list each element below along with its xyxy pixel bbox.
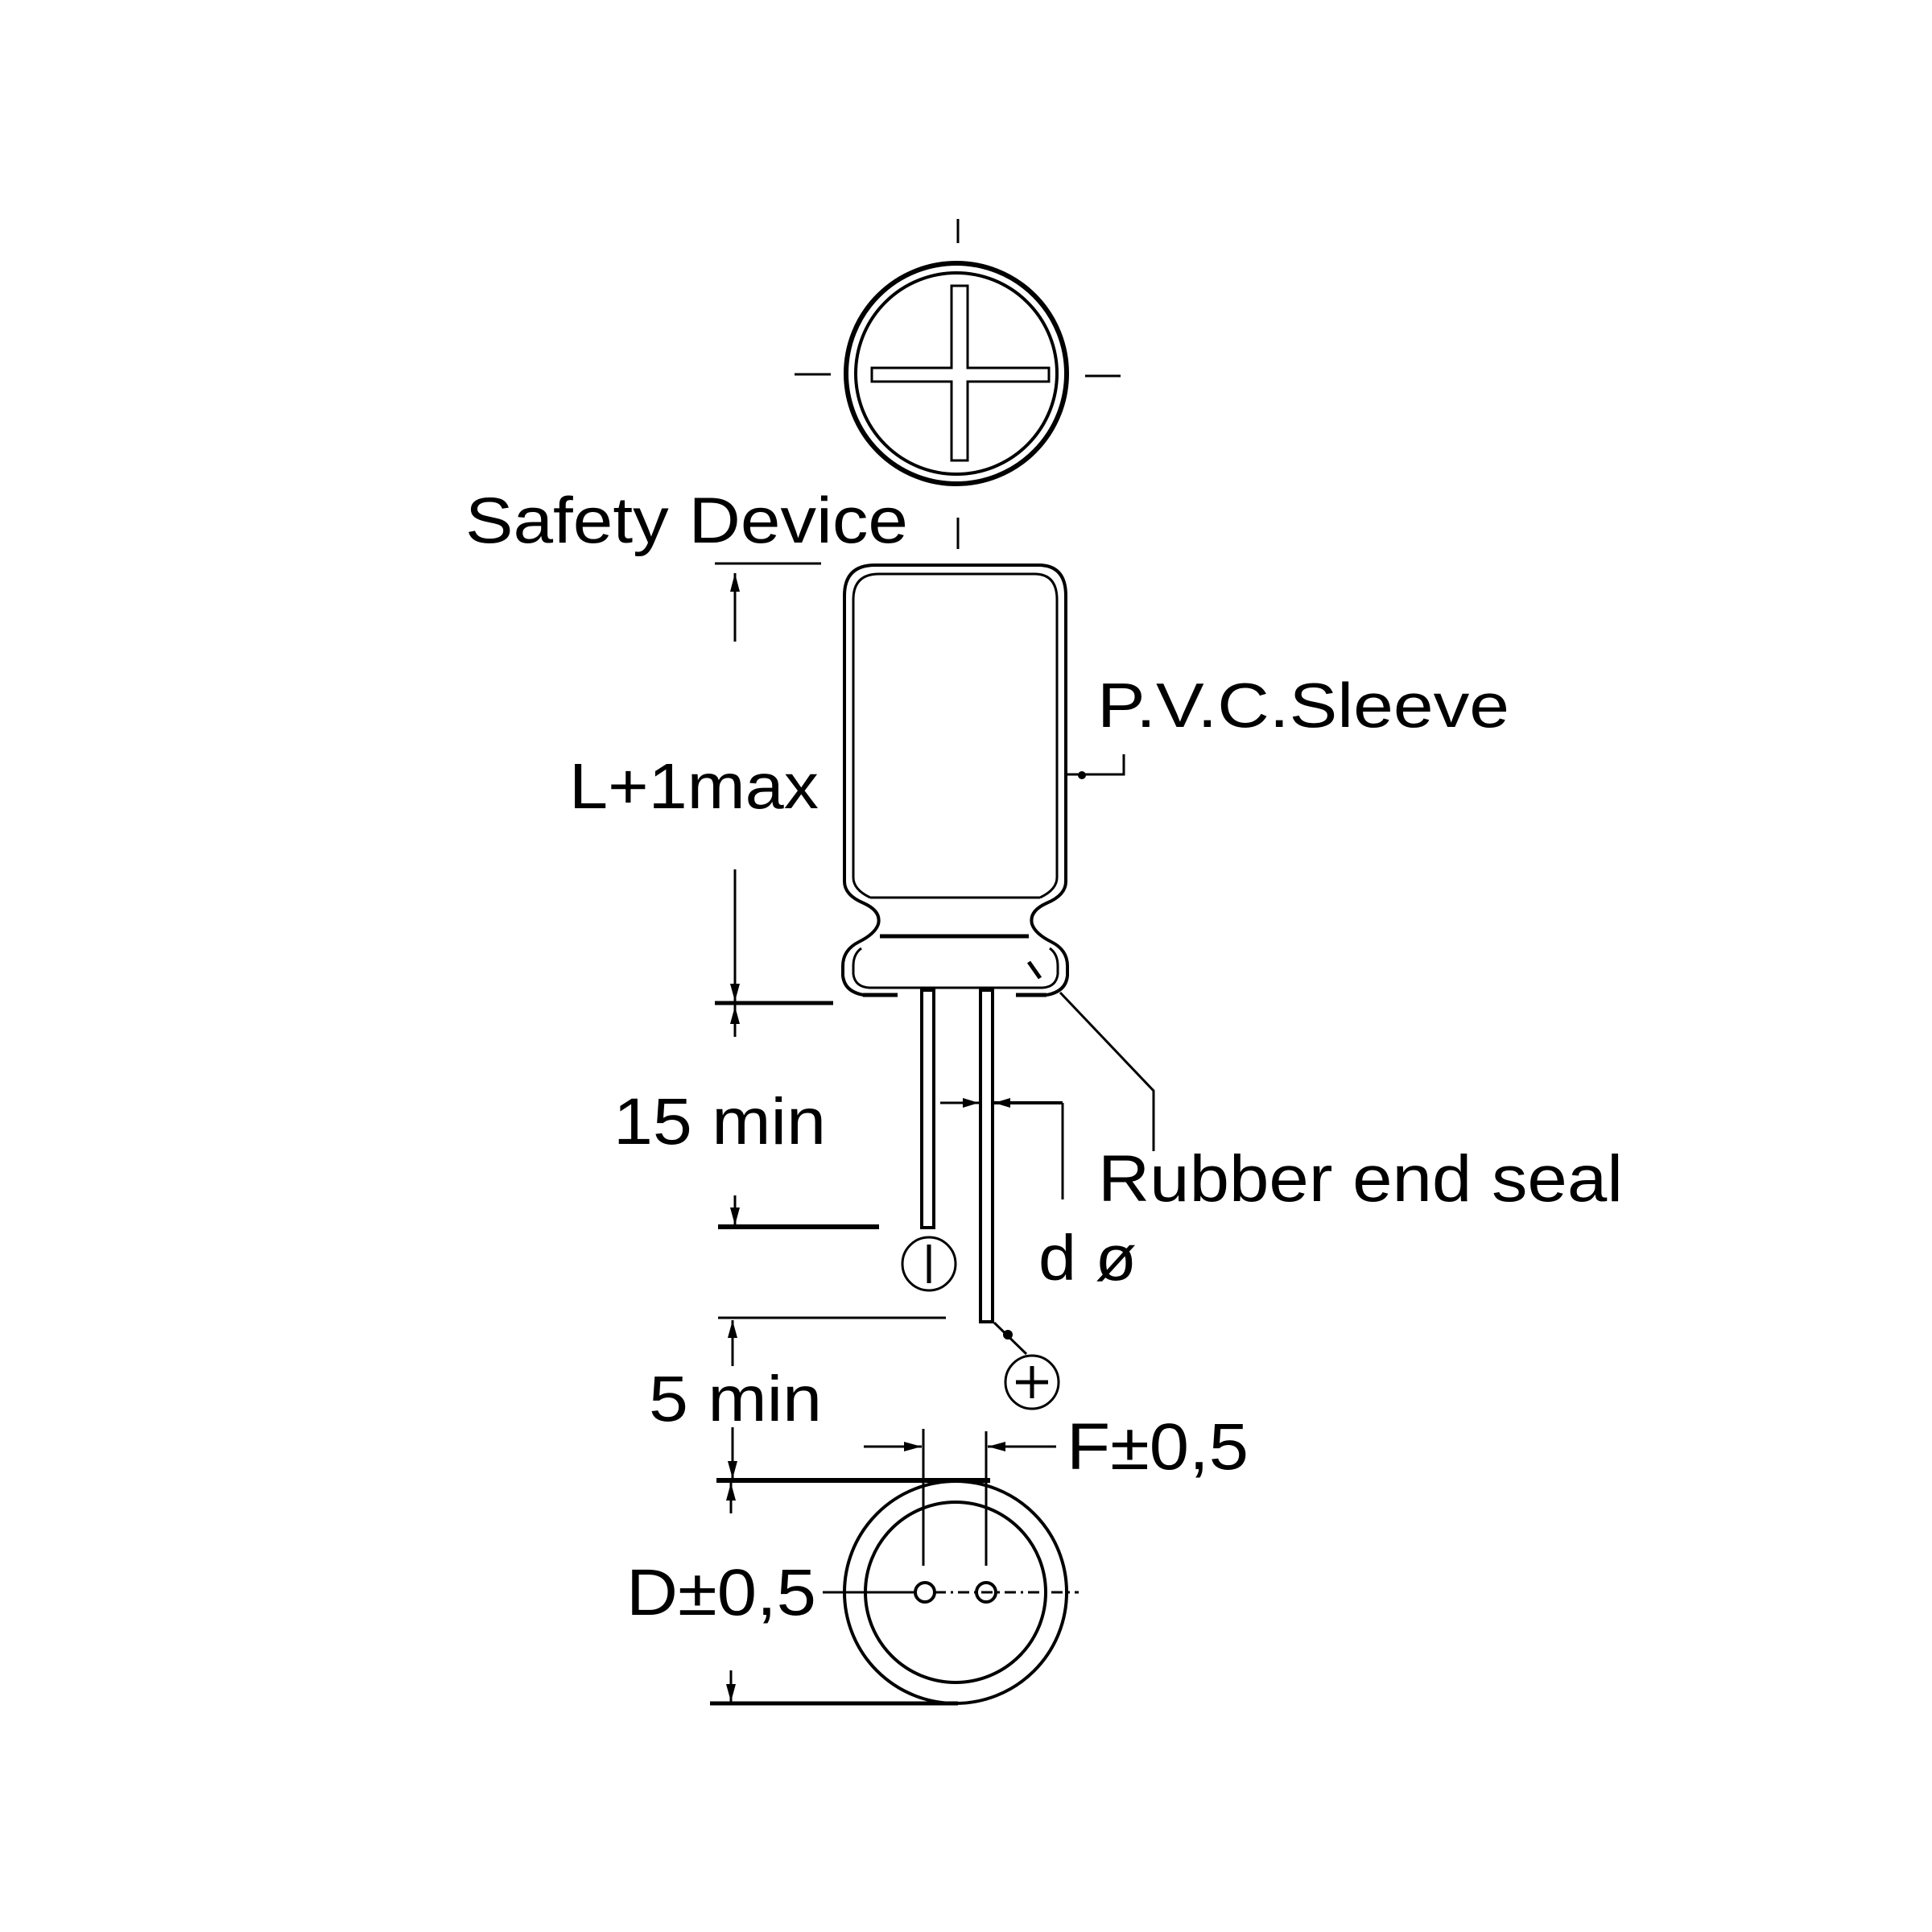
arrow-right-icon — [963, 1098, 979, 1108]
rubber-seal-band — [852, 947, 1059, 989]
safety-device-label: Safety Device — [465, 485, 908, 557]
diameter-dimension — [726, 1483, 736, 1702]
pvc-sleeve-label: P.V.C.Sleeve — [1097, 670, 1509, 741]
arrow-up-icon — [730, 573, 740, 592]
lead-diameter-dimension — [940, 1098, 1064, 1199]
lead-diameter-label: d ø — [1038, 1222, 1137, 1294]
lead-length-label: 15 min — [613, 1085, 826, 1158]
arrow-left-icon — [994, 1098, 1010, 1108]
arrow-left-icon — [988, 1442, 1005, 1451]
pitch-dimension — [864, 1429, 1056, 1566]
rubber-seal-leader — [1059, 991, 1155, 1151]
pvc-leader-dot — [1078, 771, 1086, 779]
rubber-seal-label: Rubber end seal — [1098, 1142, 1623, 1216]
safety-vent-cross-icon — [870, 284, 1051, 462]
lead-spacing-dimension — [718, 1316, 946, 1479]
lead-length-dimension — [718, 1005, 879, 1229]
arrow-down-icon — [730, 984, 740, 1001]
seal-mark — [1026, 960, 1042, 980]
positive-lead-hole — [975, 1581, 997, 1604]
negative-lead-hole — [914, 1581, 936, 1604]
top-view-outer-circle — [844, 261, 1069, 486]
diameter-label: D±0,5 — [626, 1556, 816, 1629]
pitch-label: F±0,5 — [1067, 1410, 1249, 1484]
positive-polarity-icon — [993, 1321, 1060, 1410]
top-view-center-marks — [795, 219, 1121, 549]
top-view — [795, 219, 1121, 549]
length-label: L+1max — [569, 750, 819, 822]
arrow-right-icon — [904, 1442, 922, 1451]
negative-lead — [920, 989, 935, 1229]
top-view-inner-circle — [854, 271, 1059, 476]
arrow-down-icon — [728, 1461, 737, 1479]
can-outline-inner — [852, 572, 1059, 899]
lead-spacing-label: 5 min — [649, 1363, 822, 1435]
arrow-down-icon — [730, 1208, 740, 1225]
side-view — [841, 564, 1069, 1323]
arrow-up-icon — [728, 1320, 737, 1338]
arrow-up-icon — [726, 1483, 736, 1501]
positive-lead — [979, 989, 994, 1323]
bottom-view — [710, 1478, 1079, 1706]
length-dimension — [715, 562, 833, 1005]
can-outline-outer — [841, 564, 1069, 997]
negative-polarity-icon — [901, 1236, 957, 1292]
pvc-sleeve-leader — [1067, 754, 1125, 776]
arrow-up-icon — [730, 1006, 740, 1024]
arrow-down-icon — [726, 1684, 736, 1702]
